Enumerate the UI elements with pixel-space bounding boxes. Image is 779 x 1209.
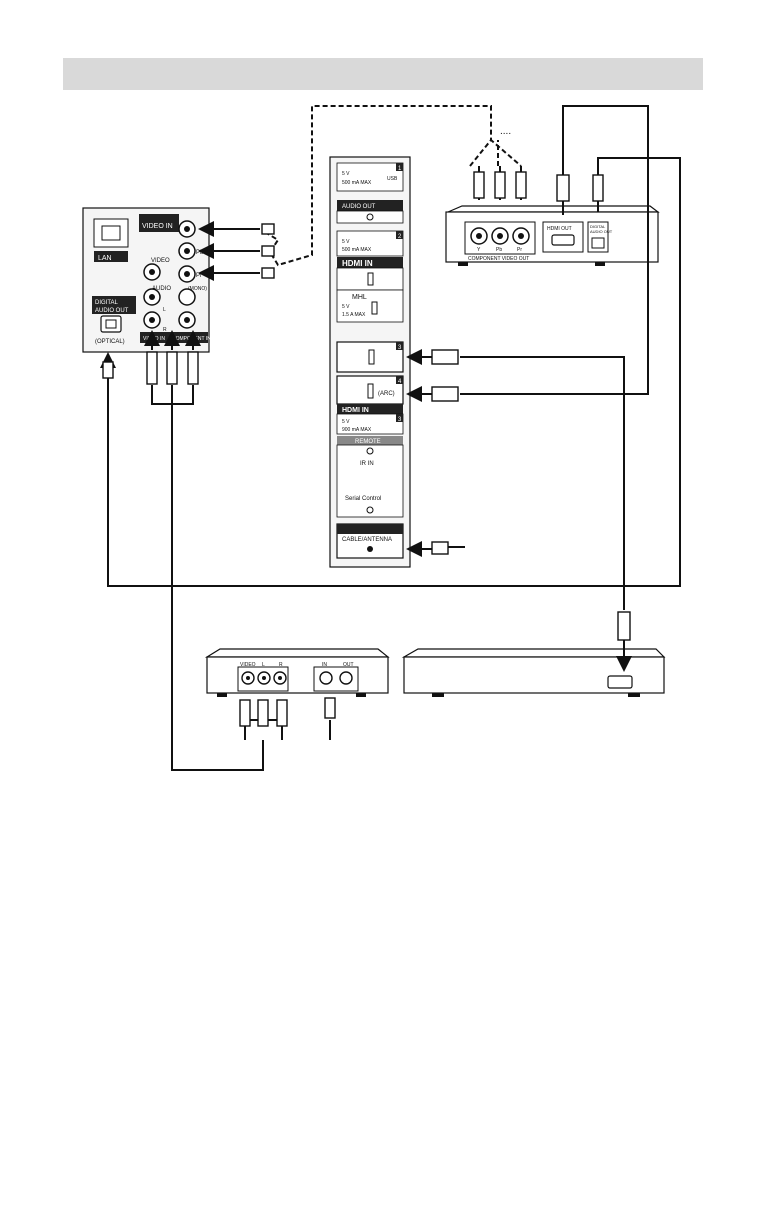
- port-number-hdmi4: 4: [398, 379, 402, 385]
- digital-label: DIGITAL: [95, 300, 119, 306]
- usb-current-2: 500 mA MAX: [342, 247, 372, 253]
- vcr-out-label: OUT: [343, 662, 354, 668]
- usb-current-3: 900 mA MAX: [342, 427, 372, 433]
- digital-out-label: DIGITAL: [590, 224, 606, 229]
- cable-note: ....: [500, 126, 511, 137]
- port-number-usb2: 2: [398, 234, 402, 240]
- usb-label-1: USB: [387, 176, 398, 182]
- port-number-usb1: 1: [398, 166, 402, 172]
- mhl-current: 1.5 A MAX: [342, 312, 366, 318]
- hdmi-out-label: HDMI OUT: [547, 226, 572, 232]
- rear-connection-panel: 5 V 500 mA MAX USB AUDIO OUT 5 V 500 mA …: [329, 156, 411, 568]
- serial-control-label: Serial Control: [345, 496, 381, 502]
- l-label: L: [163, 307, 166, 313]
- component-source-device: Y Pb Pr COMPONENT VIDEO OUT HDMI OUT DIG…: [445, 205, 660, 266]
- usb-rating-1: 5 V: [342, 171, 350, 177]
- digital-audio-out-label: AUDIO OUT: [590, 229, 613, 234]
- ir-in-label: IR IN: [360, 461, 374, 467]
- arc-label: (ARC): [378, 391, 395, 397]
- y-label: Y: [477, 247, 481, 253]
- vcr-l-label: L: [262, 662, 265, 668]
- mono-label: (MONO): [188, 286, 207, 292]
- side-input-panel: LAN VIDEO IN Pb Pr VIDEO AUDIO (MONO) L …: [82, 207, 211, 353]
- optical-label: (OPTICAL): [95, 339, 125, 345]
- pr-label-device: Pr: [517, 247, 522, 253]
- hdmi-in-label: HDMI IN: [342, 259, 373, 268]
- mhl-label: MHL: [352, 294, 367, 301]
- video-in-label: VIDEO IN: [142, 223, 173, 230]
- usb-rating-2: 5 V: [342, 239, 350, 245]
- remote-label: REMOTE: [355, 439, 381, 445]
- vcr-device: VIDEO L R IN OUT: [204, 648, 390, 697]
- bottom-video-in-label: VIDEO IN: [143, 336, 165, 342]
- hdmi-in-label-2: HDMI IN: [342, 407, 369, 414]
- vcr-in-label: IN: [322, 662, 327, 668]
- hdmi-source-device: [401, 648, 666, 697]
- section-header-bar: [63, 58, 703, 90]
- component-in-label: COMPONENT IN: [172, 336, 211, 342]
- video-label: VIDEO: [151, 258, 170, 264]
- audio-label: AUDIO: [152, 286, 171, 292]
- vcr-r-label: R: [279, 662, 283, 668]
- lan-label: LAN: [98, 255, 112, 262]
- usb-rating-3: 5 V: [342, 419, 350, 425]
- vcr-video-label: VIDEO: [240, 662, 256, 668]
- port-number-hdmi3: 3: [398, 345, 402, 351]
- audio-out-label: AUDIO OUT: [342, 204, 376, 210]
- pb-label-device: Pb: [496, 247, 502, 253]
- connector-plugs: [102, 171, 631, 727]
- port-number-usb3: 3: [398, 417, 402, 423]
- mhl-rating: 5 V: [342, 304, 350, 310]
- cable-antenna-label: CABLE/ANTENNA: [342, 537, 392, 543]
- usb-current-1: 500 mA MAX: [342, 180, 372, 186]
- audio-out-label: AUDIO OUT: [95, 308, 129, 314]
- component-video-out-label: COMPONENT VIDEO OUT: [468, 256, 529, 262]
